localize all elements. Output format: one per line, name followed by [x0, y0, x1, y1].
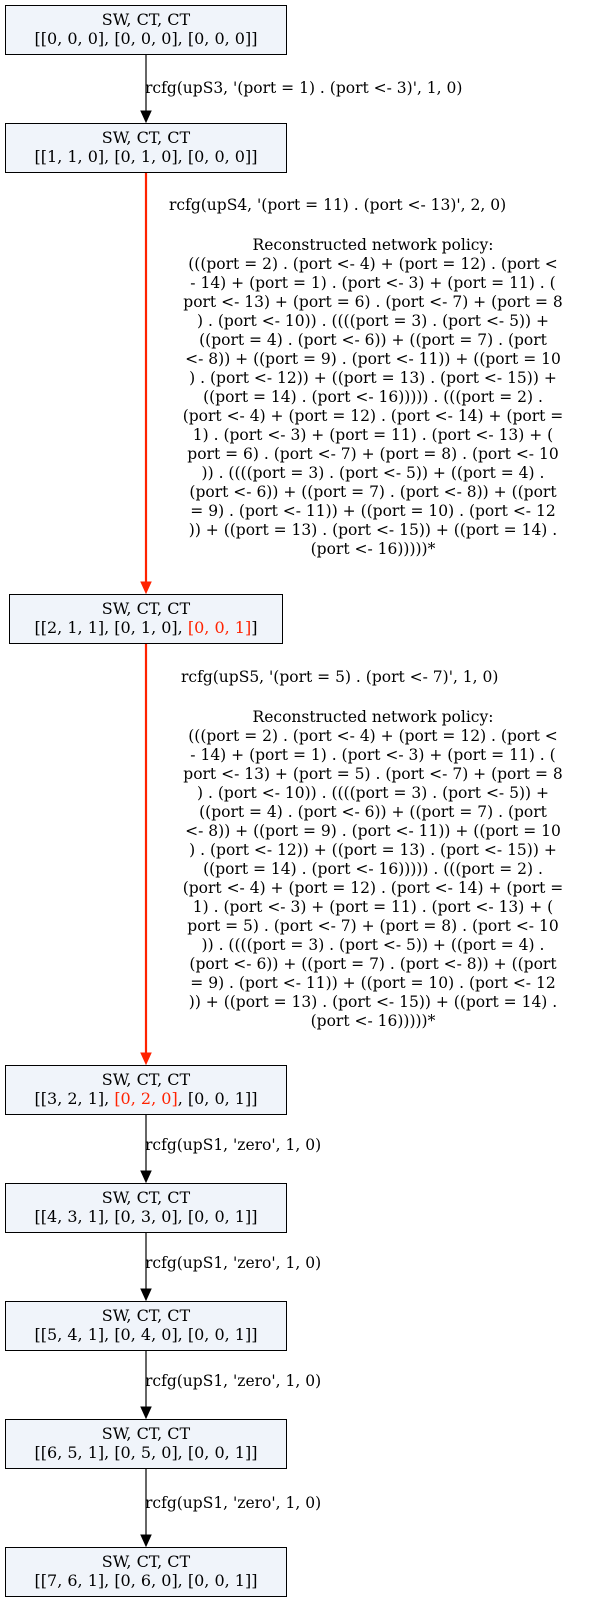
node-state-part: [[7, 6, 1], [0, 6, 0], [0, 0, 1]]: [34, 1571, 258, 1590]
node-state-changed-part: [0, 2, 0]: [114, 1089, 178, 1108]
state-node-5: SW, CT, CT [[5, 4, 1], [0, 4, 0], [0, 0,…: [5, 1301, 287, 1351]
edge-label-4: rcfg(upS1, 'zero', 1, 0): [145, 1254, 322, 1272]
node-title: SW, CT, CT: [101, 599, 191, 618]
node-title: SW, CT, CT: [101, 10, 191, 29]
edge-label-3: rcfg(upS1, 'zero', 1, 0): [145, 1136, 322, 1154]
edge-policy-1: Reconstructed network policy: (((port = …: [182, 236, 564, 558]
edge-label-0: rcfg(upS3, '(port = 1) . (port <- 3)', 1…: [145, 79, 463, 97]
state-node-4: SW, CT, CT [[4, 3, 1], [0, 3, 0], [0, 0,…: [5, 1183, 287, 1233]
edge-arrowhead-2: [140, 1052, 152, 1066]
edge-arrowhead-6: [140, 1534, 152, 1548]
node-state-part: [[3, 2, 1],: [34, 1089, 115, 1108]
node-state: [[5, 4, 1], [0, 4, 0], [0, 0, 1]]: [6, 1325, 286, 1344]
edge-label-6: rcfg(upS1, 'zero', 1, 0): [145, 1494, 322, 1512]
node-state-part: ]: [251, 618, 258, 637]
state-node-7: SW, CT, CT [[7, 6, 1], [0, 6, 0], [0, 0,…: [5, 1547, 287, 1597]
node-state-part: [[5, 4, 1], [0, 4, 0], [0, 0, 1]]: [34, 1325, 258, 1344]
node-state-changed-part: [0, 0, 1]: [187, 618, 252, 637]
edge-arrowhead-4: [140, 1288, 152, 1302]
node-title: SW, CT, CT: [101, 1424, 191, 1443]
node-state: [[3, 2, 1], [0, 2, 0], [0, 0, 1]]: [6, 1089, 286, 1108]
edge-arrowhead-3: [140, 1170, 152, 1184]
node-title: SW, CT, CT: [101, 1188, 191, 1207]
node-state: [[6, 5, 1], [0, 5, 0], [0, 0, 1]]: [6, 1443, 286, 1462]
edge-label-1: rcfg(upS4, '(port = 11) . (port <- 13)',…: [169, 196, 507, 214]
edge-arrowhead-5: [140, 1406, 152, 1420]
state-node-6: SW, CT, CT [[6, 5, 1], [0, 5, 0], [0, 0,…: [5, 1419, 287, 1469]
edge-arrowhead-1: [140, 581, 152, 595]
node-state-part: [[2, 1, 1], [0, 1, 0],: [34, 618, 188, 637]
edge-policy-2: Reconstructed network policy: (((port = …: [182, 708, 564, 1030]
state-node-0: SW, CT, CT [[0, 0, 0], [0, 0, 0], [0, 0,…: [5, 5, 287, 55]
node-state: [[0, 0, 0], [0, 0, 0], [0, 0, 0]]: [6, 29, 286, 48]
node-state: [[1, 1, 0], [0, 1, 0], [0, 0, 0]]: [6, 147, 286, 166]
node-state: [[2, 1, 1], [0, 1, 0], [0, 0, 1]]: [10, 618, 282, 637]
node-state-part: [[6, 5, 1], [0, 5, 0], [0, 0, 1]]: [34, 1443, 258, 1462]
node-state: [[4, 3, 1], [0, 3, 0], [0, 0, 1]]: [6, 1207, 286, 1226]
edge-label-2: rcfg(upS5, '(port = 5) . (port <- 7)', 1…: [181, 668, 499, 686]
node-title: SW, CT, CT: [101, 1070, 191, 1089]
node-state-part: [[1, 1, 0], [0, 1, 0], [0, 0, 0]]: [34, 147, 258, 166]
node-title: SW, CT, CT: [101, 1552, 191, 1571]
node-state: [[7, 6, 1], [0, 6, 0], [0, 0, 1]]: [6, 1571, 286, 1590]
node-state-part: [[0, 0, 0], [0, 0, 0], [0, 0, 0]]: [34, 29, 258, 48]
node-title: SW, CT, CT: [101, 1306, 191, 1325]
state-node-2: SW, CT, CT [[2, 1, 1], [0, 1, 0], [0, 0,…: [9, 594, 283, 644]
node-state-part: [[4, 3, 1], [0, 3, 0], [0, 0, 1]]: [34, 1207, 258, 1226]
edge-arrowhead-0: [140, 110, 152, 124]
state-node-3: SW, CT, CT [[3, 2, 1], [0, 2, 0], [0, 0,…: [5, 1065, 287, 1115]
state-node-1: SW, CT, CT [[1, 1, 0], [0, 1, 0], [0, 0,…: [5, 123, 287, 173]
node-state-part: , [0, 0, 1]]: [177, 1089, 258, 1108]
edge-label-5: rcfg(upS1, 'zero', 1, 0): [145, 1372, 322, 1390]
node-title: SW, CT, CT: [101, 128, 191, 147]
